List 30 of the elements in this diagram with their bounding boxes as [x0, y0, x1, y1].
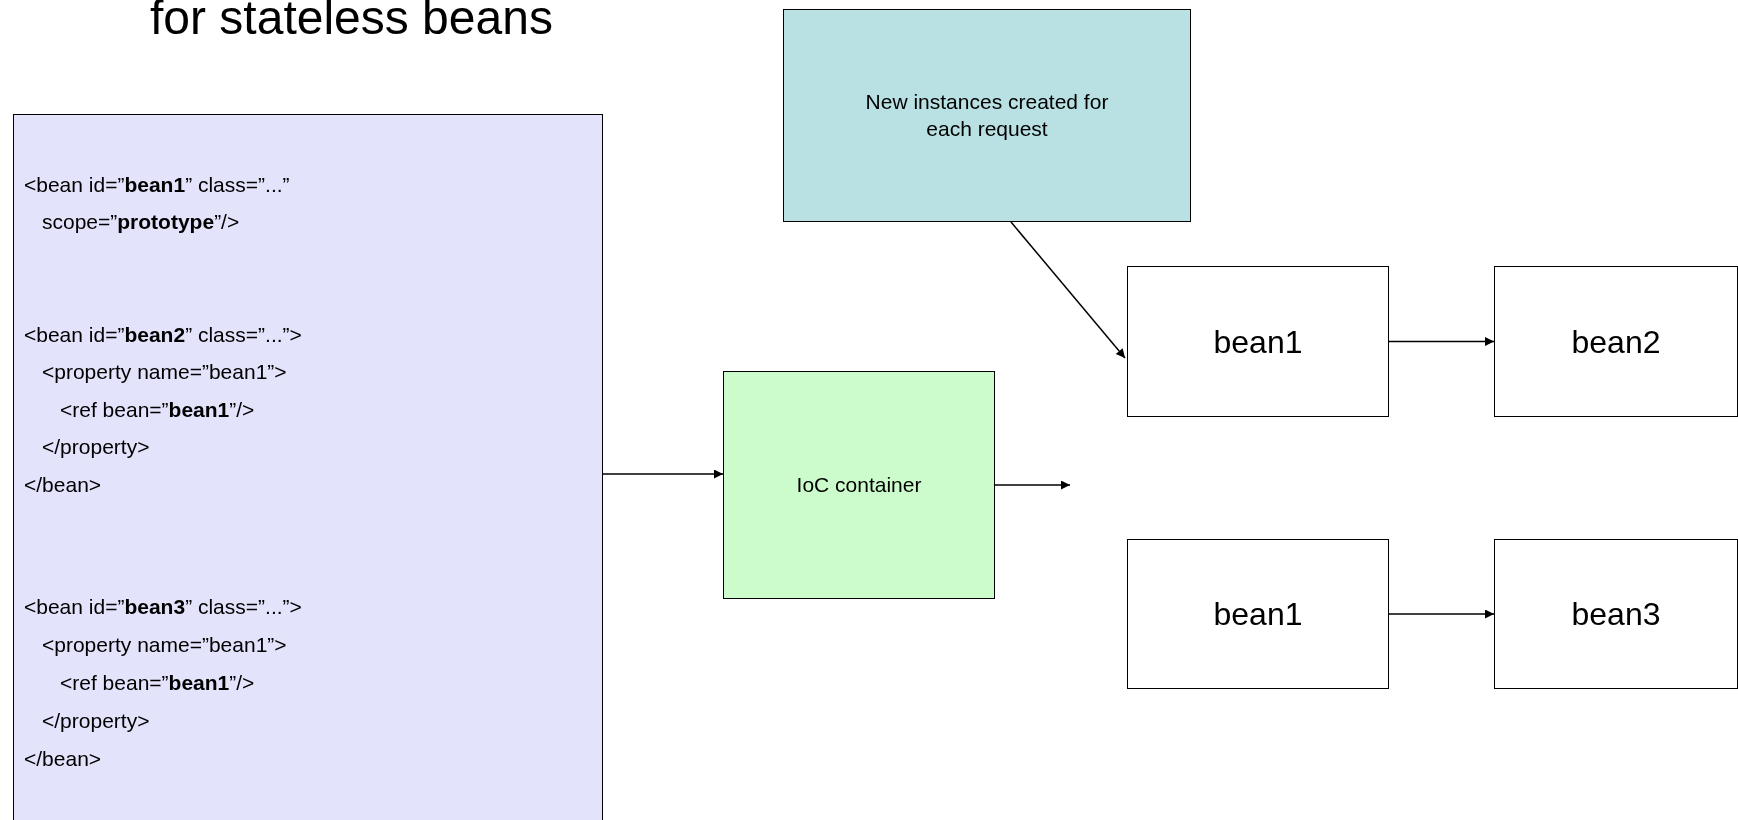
container-box — [723, 371, 995, 599]
code-line: </bean> — [24, 472, 102, 498]
code-line: scope=”prototype”/> — [42, 209, 240, 235]
bean-label: bean1 — [1213, 595, 1303, 634]
box-text: New instances created for each request — [864, 89, 1110, 142]
code-line: </property> — [42, 708, 150, 734]
note-box — [783, 9, 1191, 222]
code-line: <bean id=”bean1” class=”...” — [24, 172, 290, 198]
arrow — [1388, 337, 1495, 346]
code-line: <property name=”bean1”> — [42, 359, 287, 385]
bean-box — [1127, 266, 1389, 417]
bean-label: bean2 — [1571, 322, 1661, 362]
bean-label: bean3 — [1571, 595, 1661, 634]
leader-arrow — [1010, 221, 1126, 359]
arrow — [602, 469, 724, 479]
bean-box — [1494, 266, 1738, 417]
code-line: <property name=”bean1”> — [42, 632, 287, 658]
code-line: <ref bean=”bean1”/> — [60, 397, 255, 423]
bean-box — [1127, 539, 1389, 689]
arrow — [1388, 609, 1495, 619]
code-line: <bean id=”bean2” class=”...”> — [24, 322, 302, 348]
code-line: <bean id=”bean3” class=”...”> — [24, 594, 302, 620]
box-text: IoC container — [796, 471, 922, 498]
code-line: <ref bean=”bean1”/> — [60, 670, 255, 696]
code-line: </property> — [42, 434, 150, 460]
arrow — [994, 480, 1071, 490]
code-panel — [13, 114, 603, 820]
bean-box — [1494, 539, 1738, 689]
bean-label: bean1 — [1213, 322, 1303, 362]
code-line: </bean> — [24, 746, 102, 772]
